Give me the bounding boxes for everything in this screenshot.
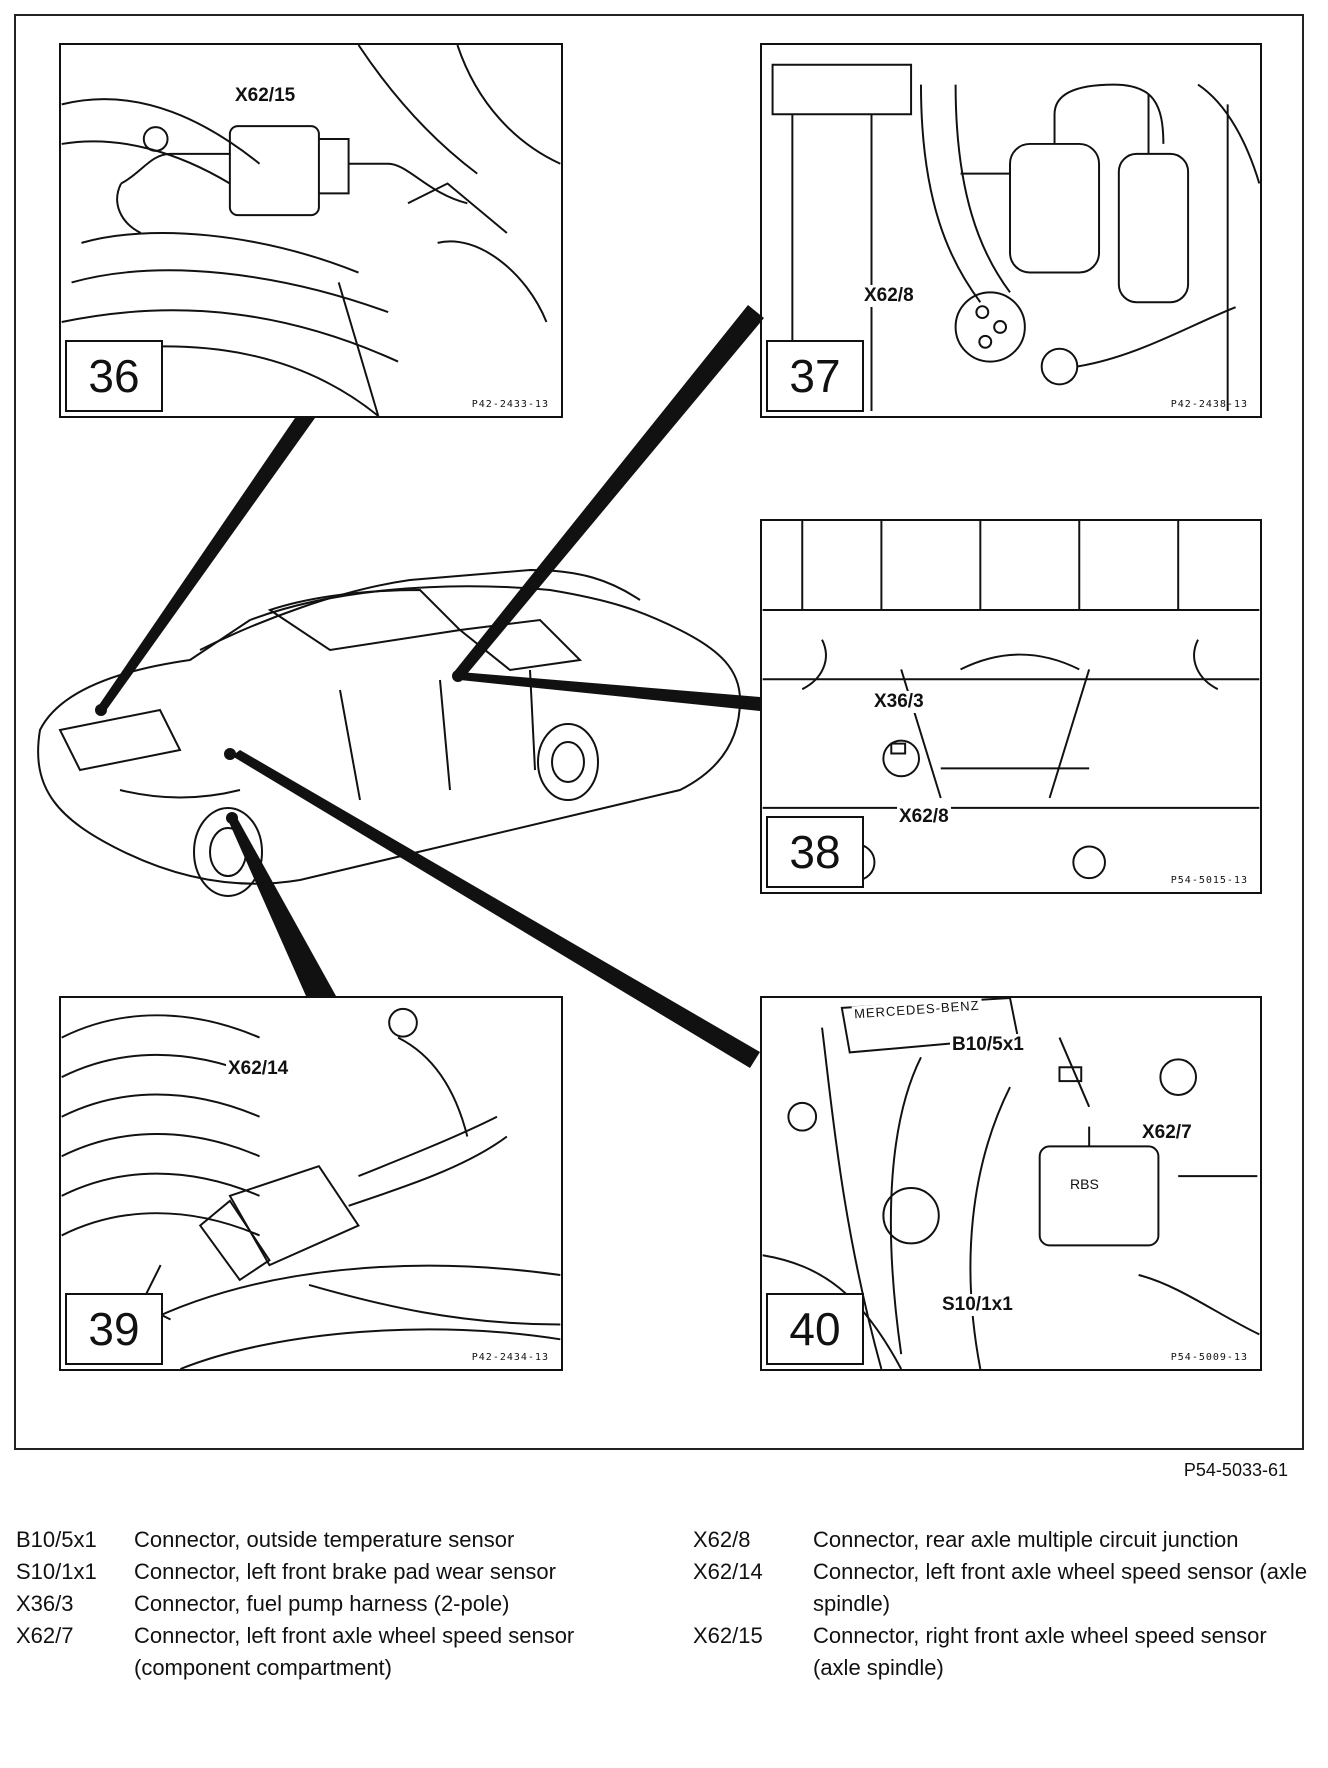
- legend-key: X62/8: [693, 1527, 751, 1552]
- legend-key: B10/5x1: [16, 1527, 97, 1552]
- connector-label-s10-1x1: S10/1x1: [940, 1294, 1015, 1316]
- panel-code: P54-5015-13: [1170, 875, 1248, 886]
- car-overview: [37, 305, 764, 1068]
- panel-number: 40: [766, 1293, 864, 1365]
- panel-37-drawing: [771, 63, 1260, 412]
- legend-right: X62/8 Connector, rear axle multiple circ…: [693, 1524, 1313, 1684]
- legend-text: Connector, left front axle wheel speed s…: [813, 1559, 1308, 1616]
- panel-37: X62/8 37 P42-2438-13: [760, 43, 1262, 418]
- connector-label: X62/8: [862, 285, 916, 307]
- panel-36-drawing: [61, 45, 561, 416]
- car-wheels: [193, 723, 599, 897]
- panel-code: P42-2438-13: [1170, 399, 1248, 410]
- connector-label-b10-5x1: B10/5x1: [950, 1034, 1026, 1056]
- panel-number: 38: [766, 816, 864, 888]
- panel-code: P42-2434-13: [471, 1352, 549, 1363]
- panel-39: X62/14 39 P42-2434-13: [59, 996, 563, 1371]
- legend-key: X62/15: [693, 1623, 763, 1648]
- panel-36: X62/15 36 P42-2433-13: [59, 43, 563, 418]
- legend-text: Connector, left front brake pad wear sen…: [134, 1559, 556, 1584]
- panel-code: P42-2433-13: [471, 399, 549, 410]
- leader-line-40: [232, 750, 760, 1068]
- component-text: RBS: [1070, 1176, 1099, 1192]
- legend-left: B10/5x1 Connector, outside temperature s…: [16, 1524, 636, 1684]
- panel-38-drawing: [762, 521, 1260, 882]
- location-dots: [95, 670, 464, 824]
- legend-key: X62/7: [16, 1623, 74, 1648]
- connector-label: X62/15: [233, 85, 298, 107]
- panel-number: 36: [65, 340, 163, 412]
- leader-line-38: [460, 672, 760, 711]
- connector-label-x62-8: X62/8: [897, 806, 951, 828]
- legend-text: Connector, right front axle wheel speed …: [813, 1623, 1267, 1680]
- legend-text: Connector, rear axle multiple circuit ju…: [813, 1527, 1239, 1552]
- legend-text: Connector, outside temperature sensor: [134, 1527, 515, 1552]
- panel-code: P54-5009-13: [1170, 1352, 1248, 1363]
- legend-key: X62/14: [693, 1559, 763, 1584]
- panel-39-drawing: [61, 1007, 561, 1369]
- legend-row: X62/14 Connector, left front axle wheel …: [693, 1556, 1313, 1620]
- leader-line-39: [228, 816, 336, 996]
- legend-key: X36/3: [16, 1591, 74, 1616]
- panel-38: X36/3 X62/8 38 P54-5015-13: [760, 519, 1262, 894]
- legend-row: X62/15 Connector, right front axle wheel…: [693, 1620, 1313, 1684]
- legend-row: X36/3 Connector, fuel pump harness (2-po…: [16, 1588, 636, 1620]
- panel-number: 37: [766, 340, 864, 412]
- legend-row: S10/1x1 Connector, left front brake pad …: [16, 1556, 636, 1588]
- legend-key: S10/1x1: [16, 1559, 97, 1584]
- panel-40-drawing: [762, 998, 1260, 1369]
- connector-label: X62/14: [226, 1058, 291, 1080]
- legend-row: X62/7 Connector, left front axle wheel s…: [16, 1620, 636, 1684]
- legend-row: B10/5x1 Connector, outside temperature s…: [16, 1524, 636, 1556]
- legend-row: X62/8 Connector, rear axle multiple circ…: [693, 1524, 1313, 1556]
- panel-number: 39: [65, 1293, 163, 1365]
- figure-frame: [14, 14, 1304, 1450]
- car-body: [37, 568, 742, 885]
- figure-code: P54-5033-61: [1183, 1460, 1288, 1480]
- legend-text: Connector, fuel pump harness (2-pole): [134, 1591, 510, 1616]
- leader-line-37: [454, 305, 764, 680]
- leader-line-36: [97, 418, 315, 712]
- connector-label-x36-3: X36/3: [872, 691, 926, 713]
- connector-label-x62-7: X62/7: [1140, 1122, 1194, 1144]
- legend-text: Connector, left front axle wheel speed s…: [134, 1623, 575, 1680]
- panel-40: MERCEDES-BENZ RBS B10/5x1 X62/7 S10/1x1 …: [760, 996, 1262, 1371]
